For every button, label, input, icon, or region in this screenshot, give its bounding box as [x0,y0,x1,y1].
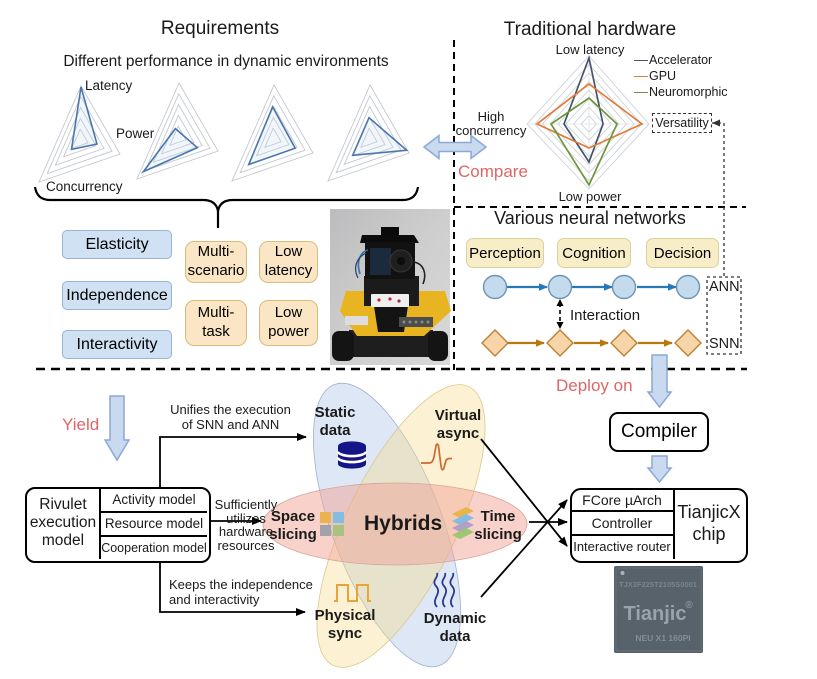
svg-text:®: ® [685,600,693,611]
svg-text:NEU X1 160PI: NEU X1 160PI [635,633,690,643]
svg-text:TJX3F225T2105S0001: TJX3F225T2105S0001 [619,580,697,589]
svg-text:Tianjic: Tianjic [624,603,687,625]
